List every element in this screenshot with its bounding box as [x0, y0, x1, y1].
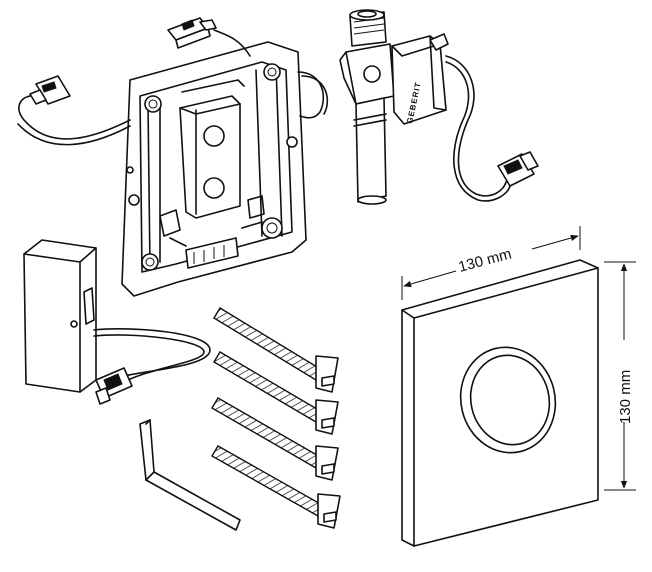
height-dimension: 130 mm — [604, 261, 636, 491]
flush-plate — [401, 259, 599, 547]
allen-key — [139, 419, 241, 531]
fixing-screws — [211, 307, 341, 529]
frame-sensor-cable — [17, 75, 131, 146]
mounting-frame — [121, 29, 329, 297]
screw-3 — [211, 397, 339, 481]
width-label: 130 mm — [457, 245, 514, 275]
top-plug-connector — [167, 17, 217, 49]
screw-2 — [213, 351, 339, 435]
height-label: 130 mm — [617, 370, 634, 424]
screw-4 — [211, 445, 341, 529]
solenoid-valve: GEBERIT — [339, 9, 539, 205]
frame-screw-holes — [126, 63, 298, 271]
electronics-box — [23, 239, 211, 405]
screw-1 — [213, 307, 339, 393]
